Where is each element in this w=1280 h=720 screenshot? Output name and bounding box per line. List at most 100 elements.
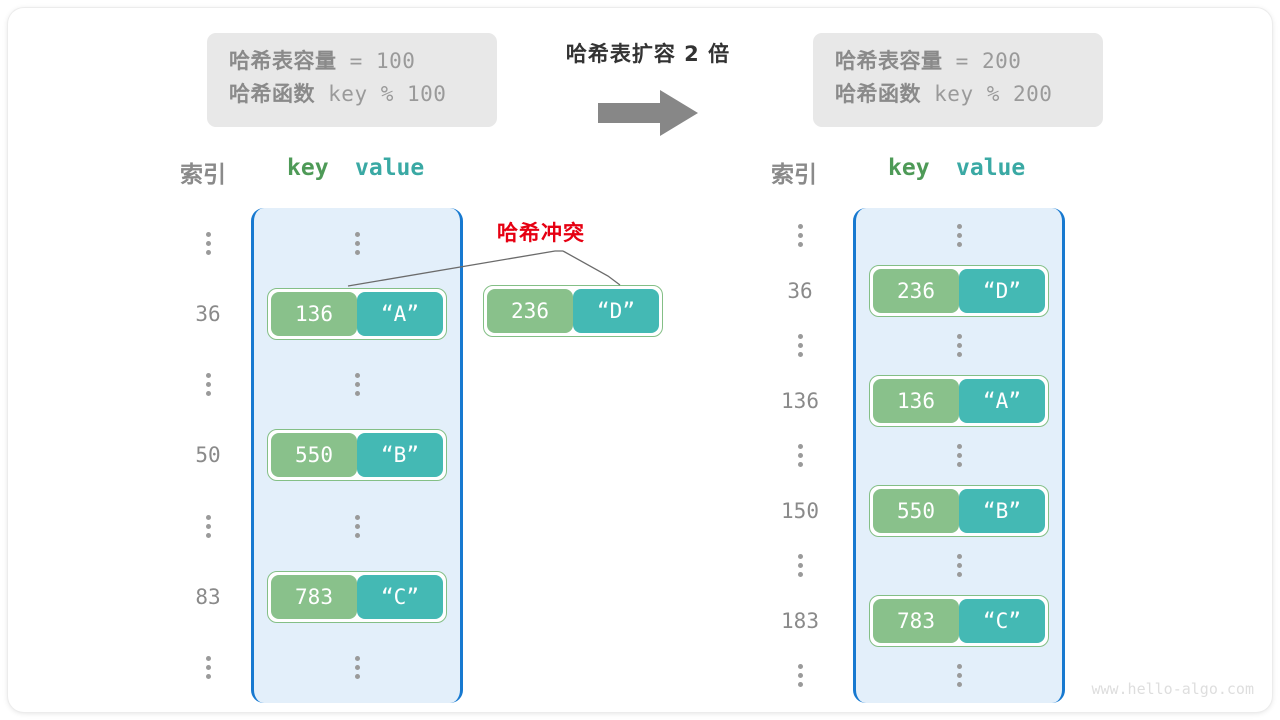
after-info-box: 哈希表容量 = 200 哈希函数 key % 200 bbox=[813, 33, 1103, 127]
right-arrow-icon bbox=[528, 90, 768, 140]
index-ellipsis-icon bbox=[205, 656, 211, 680]
before-hashfunc-value: key % 100 bbox=[328, 82, 447, 106]
bucket-ellipsis-icon bbox=[354, 373, 360, 397]
bucket-slot-empty bbox=[254, 632, 460, 703]
index-label bbox=[756, 208, 844, 263]
pair-key: 550 bbox=[873, 488, 959, 533]
key-value-pair[interactable]: 783“C” bbox=[267, 570, 447, 623]
after-index-column: 36 136 150 183 bbox=[756, 208, 844, 703]
index-label bbox=[168, 349, 248, 420]
after-hashfunc-label: 哈希函数 bbox=[835, 82, 921, 106]
pair-value: “A” bbox=[357, 292, 443, 337]
pair-key: 783 bbox=[873, 598, 959, 643]
bucket-slot-filled[interactable]: 236“D” bbox=[856, 263, 1062, 318]
index-ellipsis-icon bbox=[797, 554, 803, 577]
before-index-column: 36 50 83 bbox=[168, 208, 248, 703]
bucket-ellipsis-icon bbox=[956, 664, 962, 687]
bucket-slot-filled[interactable]: 783“C” bbox=[254, 562, 460, 633]
pair-value: “D” bbox=[959, 268, 1045, 313]
after-header-value: value bbox=[956, 155, 1026, 181]
index-label: 150 bbox=[781, 498, 819, 523]
key-value-pair[interactable]: 236“D” bbox=[483, 285, 663, 337]
pair-value: “C” bbox=[357, 574, 443, 619]
index-ellipsis-icon bbox=[205, 514, 211, 538]
bucket-ellipsis-icon bbox=[956, 224, 962, 247]
diagram-frame: 哈希表容量 = 100 哈希函数 key % 100 哈希表扩容 2 倍 哈希表… bbox=[8, 8, 1272, 712]
after-bucket-array: 236“D” 136“A” 550“B” 783“C” bbox=[853, 208, 1065, 703]
pair-key: 236 bbox=[487, 289, 573, 333]
index-label: 36 bbox=[787, 278, 813, 303]
bucket-ellipsis-icon bbox=[354, 656, 360, 680]
before-capacity-value: = 100 bbox=[349, 49, 416, 73]
bucket-slot-empty bbox=[856, 428, 1062, 483]
before-hashfunc-line: 哈希函数 key % 100 bbox=[229, 78, 475, 111]
pair-value: “B” bbox=[357, 433, 443, 478]
index-label bbox=[168, 632, 248, 703]
collision-label: 哈希冲突 bbox=[497, 221, 585, 245]
bucket-ellipsis-icon bbox=[354, 514, 360, 538]
pair-value: “A” bbox=[959, 378, 1045, 423]
bucket-slot-empty bbox=[856, 208, 1062, 263]
index-label bbox=[756, 538, 844, 593]
pair-key: 136 bbox=[271, 292, 357, 337]
after-capacity-value: = 200 bbox=[955, 49, 1022, 73]
after-header-key: key bbox=[888, 155, 930, 181]
key-value-pair[interactable]: 783“C” bbox=[869, 594, 1049, 647]
pair-key: 550 bbox=[271, 433, 357, 478]
pair-key: 783 bbox=[271, 574, 357, 619]
bucket-slot-filled[interactable]: 550“B” bbox=[254, 420, 460, 491]
index-label: 50 bbox=[195, 443, 221, 468]
pair-key: 136 bbox=[873, 378, 959, 423]
pair-value: “D” bbox=[573, 289, 659, 333]
index-ellipsis-icon bbox=[205, 373, 211, 397]
after-header-index: 索引 bbox=[771, 162, 817, 188]
before-capacity-label: 哈希表容量 bbox=[229, 49, 337, 73]
before-header-value: value bbox=[355, 155, 425, 181]
index-label: 136 bbox=[781, 388, 819, 413]
index-label: 183 bbox=[781, 608, 819, 633]
bucket-slot-filled[interactable]: 550“B” bbox=[856, 483, 1062, 538]
before-header-index: 索引 bbox=[180, 162, 226, 188]
key-value-pair[interactable]: 236“D” bbox=[869, 264, 1049, 317]
index-ellipsis-icon bbox=[797, 224, 803, 247]
index-label: 36 bbox=[195, 302, 221, 327]
bucket-ellipsis-icon bbox=[956, 444, 962, 467]
bucket-ellipsis-icon bbox=[956, 334, 962, 357]
bucket-slot-empty bbox=[254, 491, 460, 562]
before-capacity-line: 哈希表容量 = 100 bbox=[229, 45, 475, 78]
bucket-slot-filled[interactable]: 783“C” bbox=[856, 593, 1062, 648]
before-bucket-array: 136“A” 550“B” 783“C” bbox=[251, 208, 463, 703]
bucket-slot-filled[interactable]: 136“A” bbox=[254, 279, 460, 350]
before-hashfunc-label: 哈希函数 bbox=[229, 82, 315, 106]
colliding-entry: 236“D” bbox=[483, 285, 663, 337]
bucket-slot-empty bbox=[254, 208, 460, 279]
bucket-ellipsis-icon bbox=[956, 554, 962, 577]
after-hashfunc-line: 哈希函数 key % 200 bbox=[835, 78, 1081, 111]
bucket-ellipsis-icon bbox=[354, 231, 360, 255]
index-label bbox=[168, 208, 248, 279]
index-label bbox=[756, 428, 844, 483]
bucket-slot-filled[interactable]: 136“A” bbox=[856, 373, 1062, 428]
bucket-slot-empty bbox=[856, 318, 1062, 373]
key-value-pair[interactable]: 136“A” bbox=[869, 374, 1049, 427]
index-label bbox=[756, 648, 844, 703]
pair-value: “B” bbox=[959, 488, 1045, 533]
index-ellipsis-icon bbox=[205, 231, 211, 255]
after-capacity-label: 哈希表容量 bbox=[835, 49, 943, 73]
index-label: 83 bbox=[195, 584, 221, 609]
key-value-pair[interactable]: 550“B” bbox=[869, 484, 1049, 537]
index-label bbox=[168, 491, 248, 562]
index-ellipsis-icon bbox=[797, 664, 803, 687]
expand-title: 哈希表扩容 2 倍 bbox=[565, 42, 731, 66]
pair-value: “C” bbox=[959, 598, 1045, 643]
pair-key: 236 bbox=[873, 268, 959, 313]
key-value-pair[interactable]: 550“B” bbox=[267, 429, 447, 482]
index-ellipsis-icon bbox=[797, 334, 803, 357]
after-capacity-line: 哈希表容量 = 200 bbox=[835, 45, 1081, 78]
key-value-pair[interactable]: 136“A” bbox=[267, 288, 447, 341]
before-info-box: 哈希表容量 = 100 哈希函数 key % 100 bbox=[207, 33, 497, 127]
index-label bbox=[756, 318, 844, 373]
bucket-slot-empty bbox=[856, 538, 1062, 593]
after-hashfunc-value: key % 200 bbox=[934, 82, 1053, 106]
expand-annotation: 哈希表扩容 2 倍 bbox=[528, 38, 768, 140]
